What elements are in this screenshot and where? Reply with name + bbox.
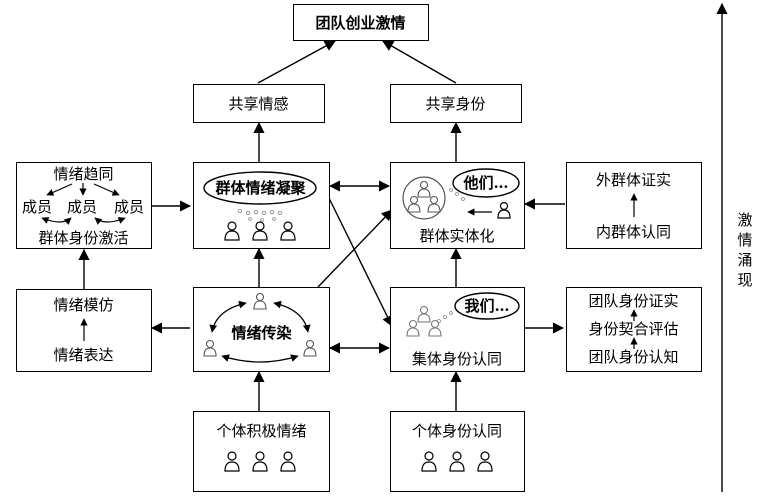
- collective-graphic: [406, 292, 520, 337]
- group-emotion-convergence-box: 群体情绪凝聚: [193, 162, 330, 249]
- emotion-convergence-box: 情绪趋同 成员 成员 成员 群体身份激活: [16, 162, 152, 249]
- axis-char-3: 涌: [737, 251, 753, 269]
- team-identity-box: 团队身份证实 身份契合评估 团队身份认知: [566, 287, 702, 372]
- person-icon: [477, 451, 493, 472]
- arrow-shared-identity-to-top: [382, 40, 457, 84]
- person-icon: [224, 451, 240, 472]
- ingroup-identification-label: 内群体认同: [595, 223, 671, 241]
- person-icon: [252, 221, 268, 241]
- team-identity-confirmation-label: 团队身份证实: [588, 292, 679, 310]
- group-entitativity-label: 群体实体化: [419, 227, 495, 245]
- person-icon: [417, 180, 431, 198]
- individual-identity-people: [421, 451, 493, 472]
- contagion-graphic: [203, 292, 317, 363]
- person-icon: [406, 319, 420, 337]
- outgroup-arrow: [630, 193, 638, 217]
- person-icon: [252, 451, 268, 472]
- collective-identity-box: 我们… 集体身份认同: [390, 287, 525, 372]
- emotion-mimicry-label: 情绪模仿: [53, 296, 114, 314]
- emotion-mimicry-box: 情绪模仿 情绪表达: [16, 289, 152, 372]
- person-icon: [303, 339, 317, 357]
- axis-char-4: 现: [737, 271, 753, 289]
- person-icon: [280, 221, 296, 241]
- person-icon: [407, 195, 421, 213]
- outgroup-box: 外群体证实 内群体认同: [566, 162, 702, 249]
- we-bubble-label: 我们…: [464, 297, 510, 315]
- member-label-left: 成员: [21, 198, 52, 216]
- mimicry-arrow: [80, 318, 88, 341]
- team-identity-arrows: [630, 309, 638, 349]
- team-passion-box: 团队创业激情: [293, 4, 429, 41]
- shared-identity-label: 共享身份: [425, 95, 486, 113]
- axis-char-2: 情: [737, 231, 753, 249]
- group-identity-activation-label: 群体身份激活: [38, 229, 129, 247]
- entitativity-graphic: [402, 168, 520, 220]
- emotion-convergence-title: 情绪趋同: [53, 165, 114, 183]
- shared-identity-box: 共享身份: [390, 84, 522, 123]
- convergence-graphic: [203, 171, 317, 241]
- person-icon: [253, 292, 267, 310]
- individual-emotion-people: [224, 451, 296, 472]
- collective-identity-label: 集体身份认同: [411, 350, 502, 368]
- team-identity-cognition-label: 团队身份认知: [588, 348, 679, 366]
- emotion-contagion-box: 情绪传染: [193, 287, 330, 372]
- member-interaction-arrows: [41, 183, 126, 225]
- emotion-contagion-label: 情绪传染: [231, 324, 292, 342]
- axis-char-1: 激: [737, 211, 753, 229]
- shared-emotion-box: 共享情感: [193, 84, 325, 123]
- identity-fit-evaluation-label: 身份契合评估: [588, 320, 679, 338]
- member-label-right: 成员: [113, 198, 144, 216]
- person-icon: [427, 195, 441, 213]
- person-icon: [428, 319, 442, 337]
- individual-identity-label: 个体身份认同: [411, 422, 502, 440]
- person-icon: [417, 305, 431, 323]
- shared-emotion-label: 共享情感: [228, 95, 289, 113]
- person-icon: [280, 451, 296, 472]
- arrow-contagion-to-entitativity: [317, 209, 393, 288]
- group-emotion-convergence-label: 群体情绪凝聚: [215, 179, 306, 197]
- person-icon: [497, 201, 511, 219]
- member-label-center: 成员: [66, 198, 97, 216]
- group-entitativity-box: 他们… 群体实体化: [390, 162, 525, 249]
- emotion-expression-label: 情绪表达: [53, 346, 114, 364]
- person-icon: [224, 221, 240, 241]
- individual-emotion-label: 个体积极情绪: [216, 422, 307, 440]
- arrow-convergence-to-collective: [327, 195, 393, 328]
- individual-identity-box: 个体身份认同: [390, 411, 525, 492]
- individual-emotion-box: 个体积极情绪: [193, 411, 330, 492]
- person-icon: [449, 451, 465, 472]
- person-icon: [421, 451, 437, 472]
- person-icon: [203, 339, 217, 357]
- team-passion-label: 团队创业激情: [315, 14, 406, 32]
- outgroup-confirmation-label: 外群体证实: [595, 171, 671, 189]
- they-bubble-label: 他们…: [463, 174, 509, 192]
- arrow-shared-emotion-to-top: [257, 40, 336, 84]
